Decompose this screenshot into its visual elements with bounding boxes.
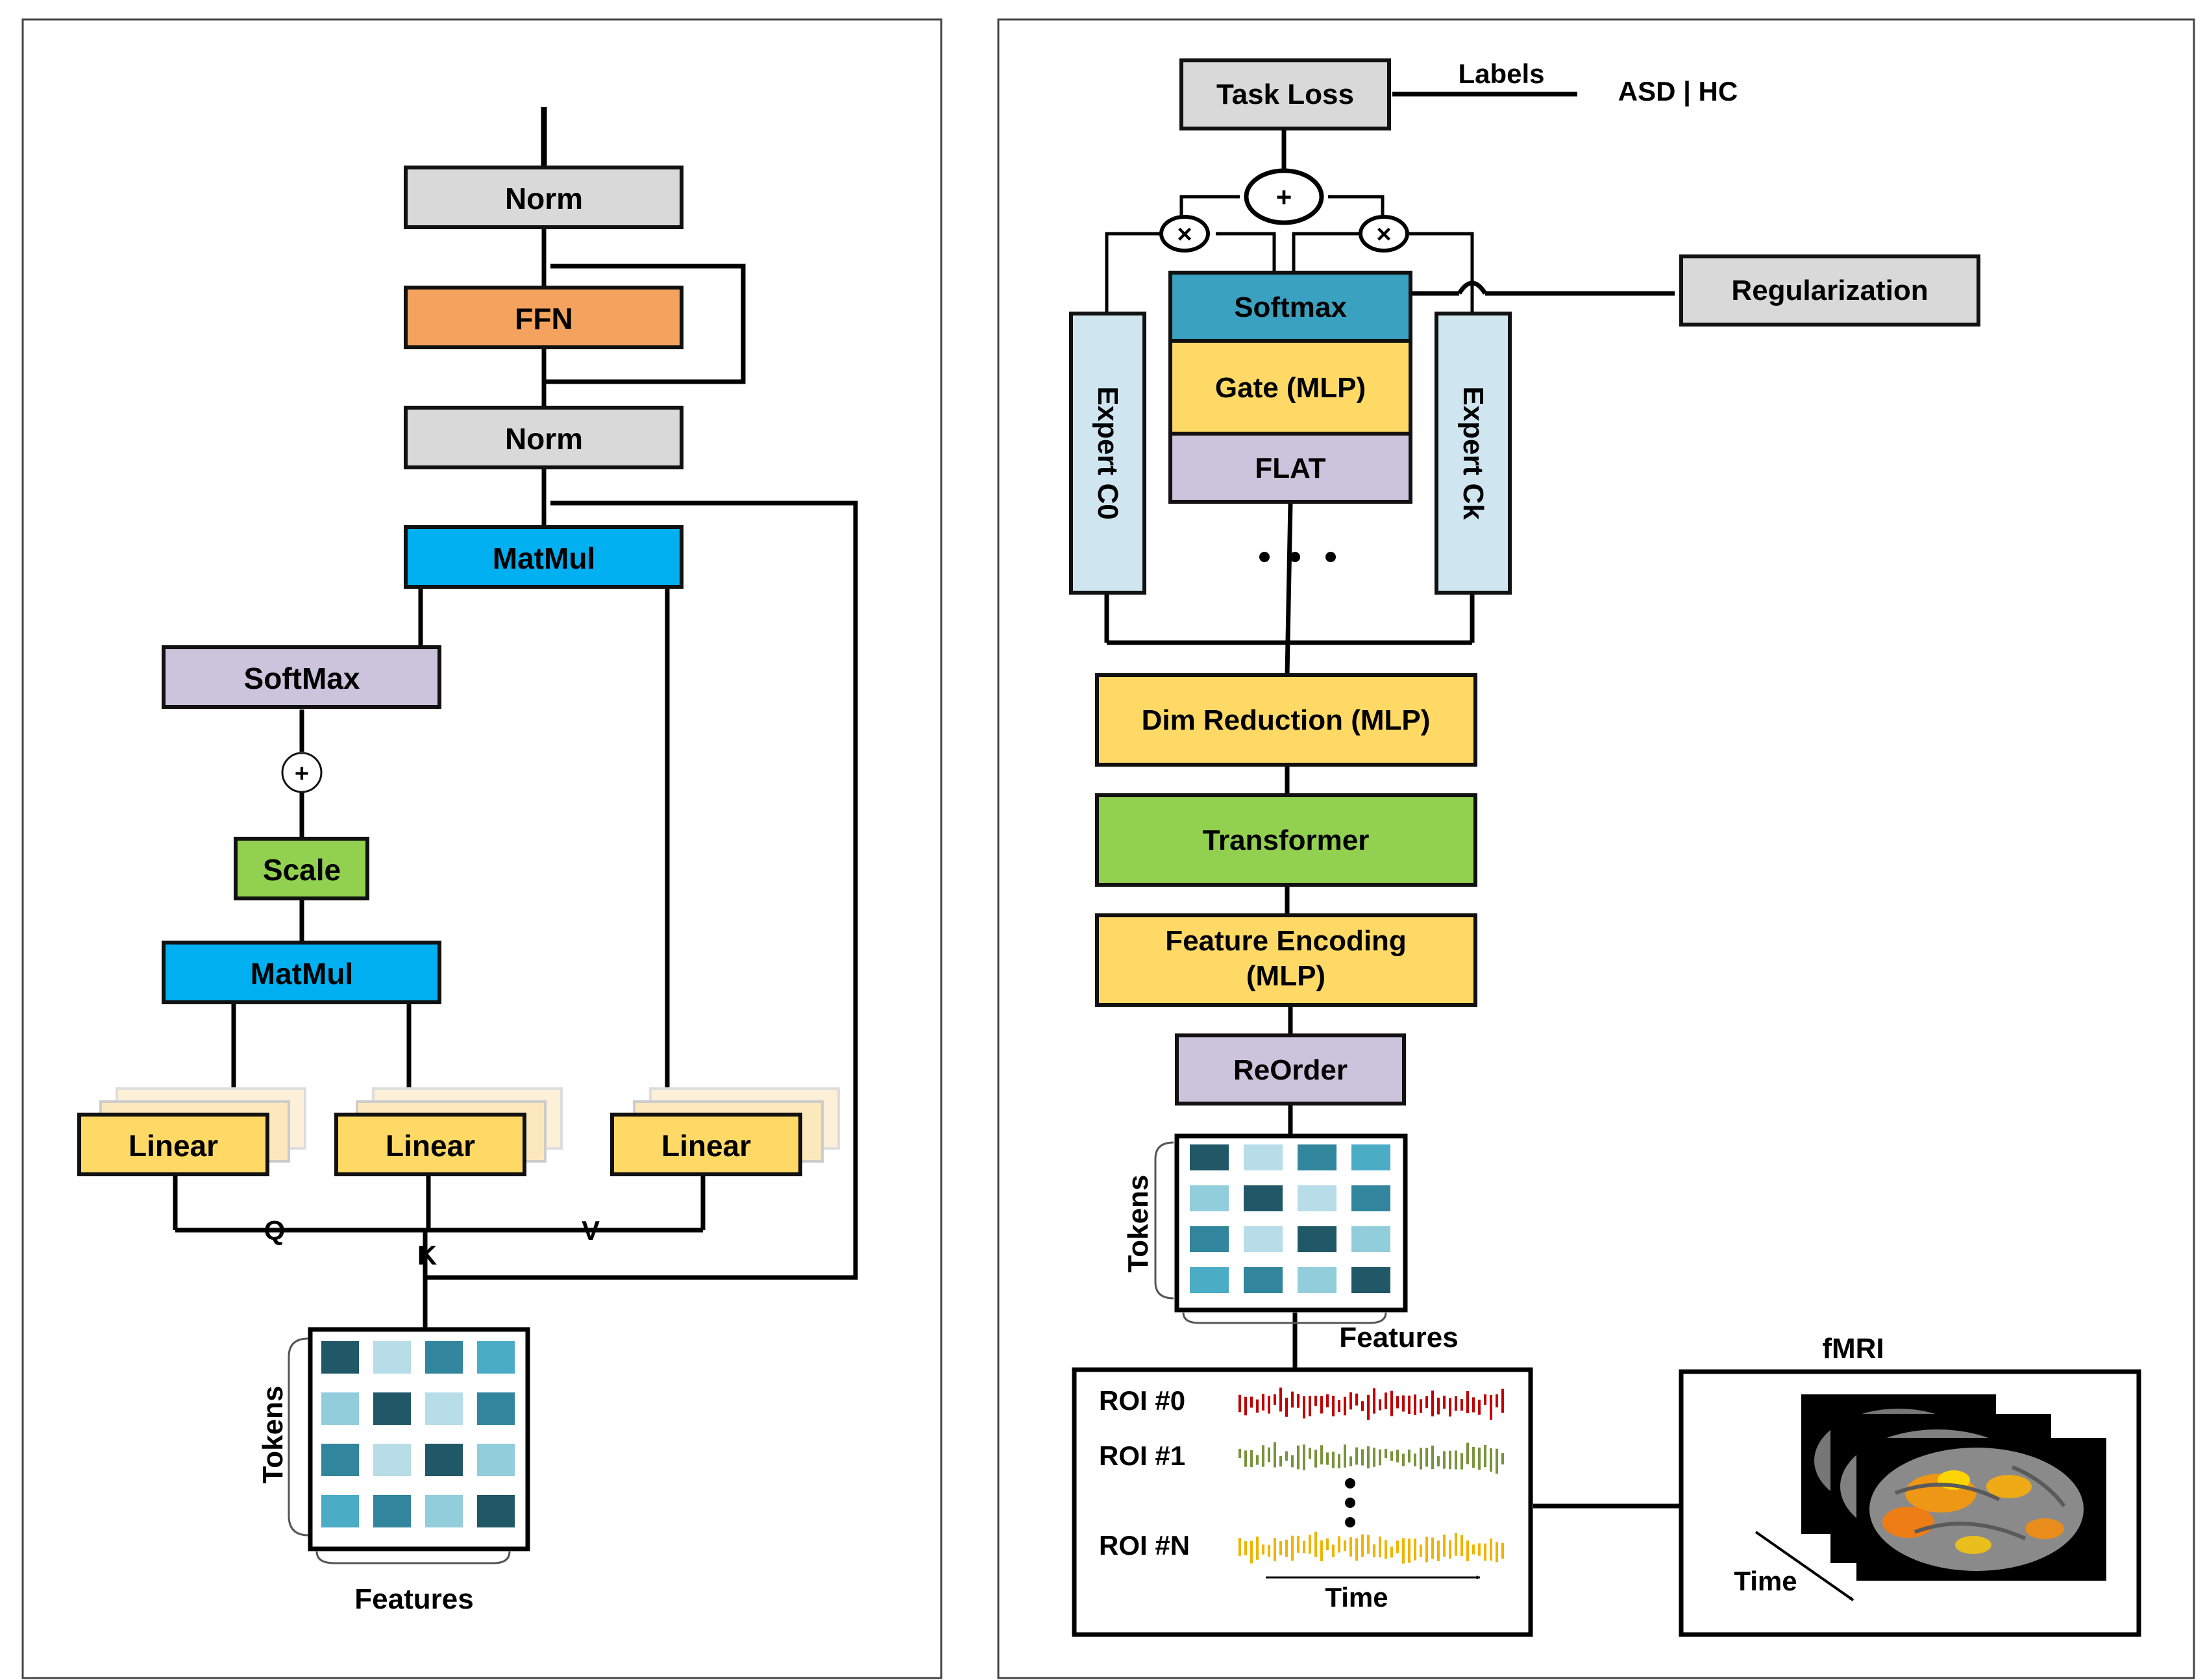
expert-c0-label: Expert C0 xyxy=(1092,386,1124,519)
roi-time-label: Time xyxy=(1325,1582,1388,1612)
matmul-bottom-box xyxy=(162,941,441,1004)
flat-label: FLAT xyxy=(1255,452,1325,484)
transformer-box xyxy=(1095,793,1477,887)
flat-box xyxy=(1168,432,1412,504)
dim-reduction-label: Dim Reduction (MLP) xyxy=(1142,704,1431,736)
ffn-label: FFN xyxy=(515,302,573,336)
softmax-gate-box xyxy=(1168,271,1412,343)
right-features-label: Features xyxy=(1339,1322,1458,1353)
k-label: K xyxy=(417,1240,437,1270)
right-tokens-brace xyxy=(1154,1141,1174,1300)
roi0-signal xyxy=(1238,1387,1504,1420)
norm-mid-box xyxy=(404,406,684,469)
left-features-brace xyxy=(315,1551,511,1564)
linear-k-label: Linear xyxy=(386,1129,475,1163)
reorder-box xyxy=(1175,1033,1406,1106)
v-label: V xyxy=(582,1215,600,1246)
labels-label: Labels xyxy=(1458,58,1544,89)
gate-mlp-box xyxy=(1168,339,1412,436)
left-panel-frame xyxy=(21,18,942,1679)
asd-hc-label: ASD | HC xyxy=(1618,76,1738,107)
right-tokens-label: Tokens xyxy=(1122,1175,1154,1273)
task-loss-box xyxy=(1179,58,1391,130)
left-features-label: Features xyxy=(354,1583,473,1615)
sum-circle xyxy=(1244,168,1324,225)
multiply-right-circle xyxy=(1359,215,1409,253)
sum-circle-label: + xyxy=(1276,182,1292,212)
left-tokens-label: Tokens xyxy=(257,1386,289,1484)
regularization-box xyxy=(1679,254,1980,327)
matmul-bottom-label: MatMul xyxy=(251,957,353,991)
fmri-time-label: Time xyxy=(1734,1566,1797,1596)
multiply-left-label: × xyxy=(1177,220,1192,249)
expert-ck-box xyxy=(1435,312,1512,595)
roin-label: ROI #N xyxy=(1099,1530,1190,1561)
multiply-left-circle xyxy=(1159,215,1210,253)
ffn-box xyxy=(404,286,684,349)
fmri-label: fMRI xyxy=(1822,1333,1884,1365)
linear-v-stack xyxy=(610,1087,840,1176)
regularization-label: Regularization xyxy=(1731,275,1928,306)
reorder-label: ReOrder xyxy=(1233,1054,1348,1086)
add-circle-label: + xyxy=(295,760,309,787)
roi1-signal xyxy=(1238,1442,1504,1474)
vertical-ellipsis-dots xyxy=(1345,1478,1355,1527)
ellipsis-dots xyxy=(1259,552,1336,562)
feature-encoding-box xyxy=(1095,913,1477,1007)
norm-mid-label: Norm xyxy=(505,422,583,456)
left-token-matrix xyxy=(308,1327,530,1551)
matmul-top-label: MatMul xyxy=(493,541,595,575)
transformer-label: Transformer xyxy=(1203,824,1370,856)
roi0-label: ROI #0 xyxy=(1099,1385,1185,1416)
fmri-brain-stack xyxy=(1801,1394,2106,1581)
task-loss-label: Task Loss xyxy=(1216,79,1354,110)
matmul-top-box xyxy=(404,525,684,589)
right-panel-frame xyxy=(997,18,2195,1679)
softmax-label: SoftMax xyxy=(244,661,360,695)
left-tokens-brace xyxy=(288,1337,309,1537)
norm-top-box xyxy=(404,166,684,229)
linear-q-stack xyxy=(77,1087,306,1176)
right-token-matrix xyxy=(1174,1133,1408,1313)
right-connectors xyxy=(1104,92,1680,1509)
softmax-gate-label: Softmax xyxy=(1234,291,1347,323)
feature-encoding-label-line1: Feature Encoding xyxy=(1165,925,1407,957)
multiply-right-label: × xyxy=(1376,220,1391,249)
norm-top-label: Norm xyxy=(505,182,583,216)
linear-q-label: Linear xyxy=(129,1129,218,1163)
gate-mlp-label: Gate (MLP) xyxy=(1215,372,1366,404)
feature-encoding-label-line2: (MLP) xyxy=(1246,960,1325,992)
roin-signal xyxy=(1238,1531,1504,1564)
dim-reduction-box xyxy=(1095,673,1477,767)
scale-label: Scale xyxy=(263,853,341,887)
softmax-box xyxy=(162,645,441,709)
left-connectors xyxy=(173,106,858,1328)
roi1-label: ROI #1 xyxy=(1099,1440,1185,1471)
q-label: Q xyxy=(264,1215,286,1246)
roi-signals-box xyxy=(1072,1367,1533,1637)
expert-ck-label: Expert Ck xyxy=(1457,386,1489,520)
linear-v-label: Linear xyxy=(661,1129,751,1163)
linear-k-stack xyxy=(334,1087,563,1176)
scale-box xyxy=(234,837,369,900)
expert-c0-box xyxy=(1069,312,1146,595)
right-features-brace xyxy=(1182,1312,1387,1324)
add-circle xyxy=(281,752,323,793)
fmri-time-arrow xyxy=(1755,1531,1854,1601)
